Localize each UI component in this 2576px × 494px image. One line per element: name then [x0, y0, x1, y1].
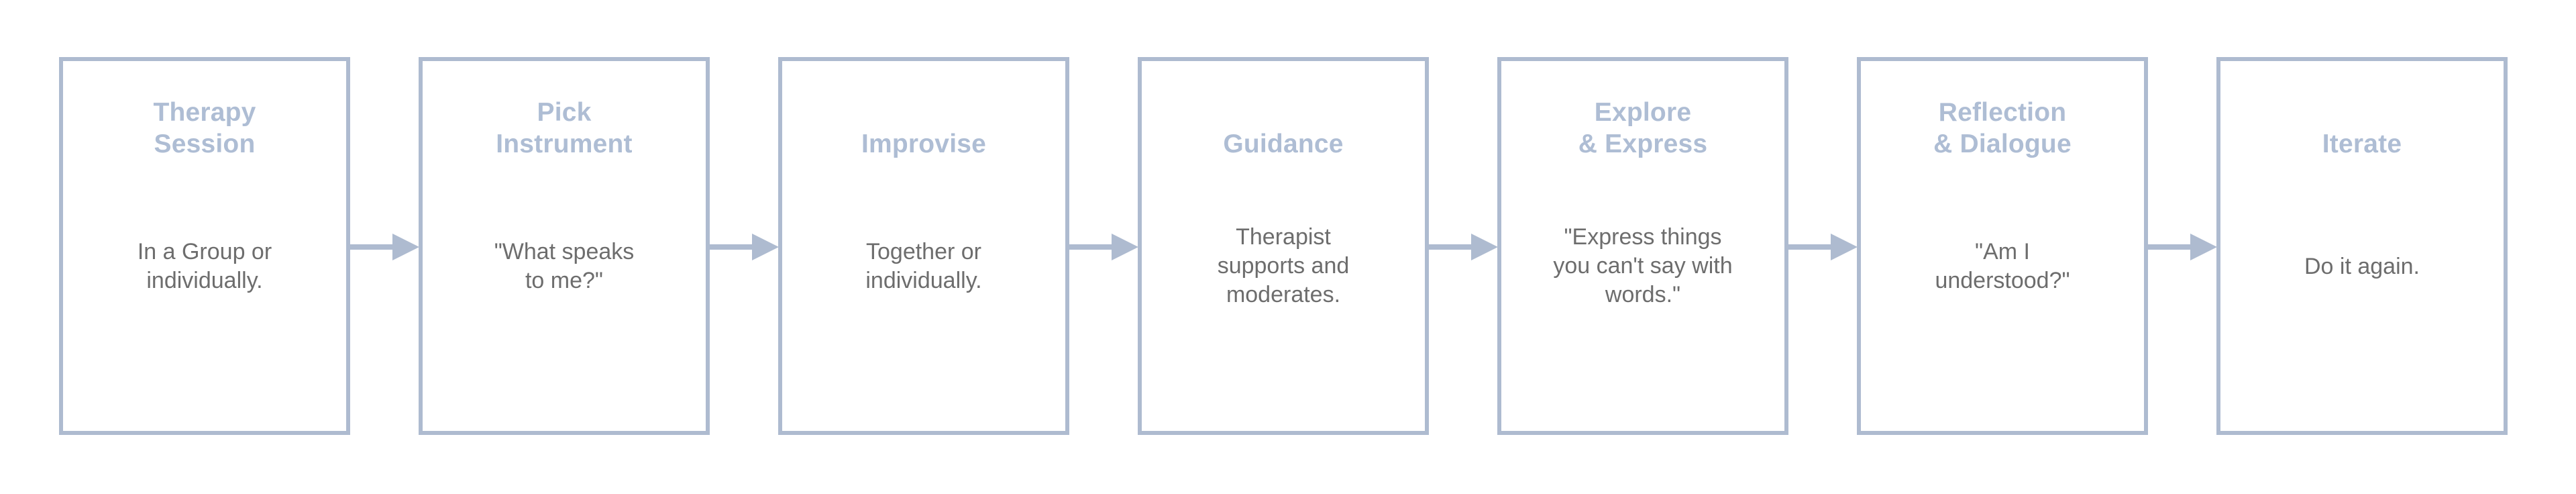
- step-body: "Express things you can't say with words…: [1553, 224, 1733, 307]
- step-title: Therapy Session: [153, 98, 256, 158]
- step-title: Reflection & Dialogue: [1933, 98, 2072, 158]
- step-box-therapy-session[interactable]: Therapy Session In a Group or individual…: [59, 57, 350, 435]
- step-title: Explore & Express: [1578, 98, 1708, 158]
- step-title: Guidance: [1223, 130, 1344, 158]
- step-box-improvise[interactable]: Improvise Together or individually.: [778, 57, 1069, 435]
- step-body: Do it again.: [2304, 254, 2420, 279]
- step-box-pick-instrument[interactable]: Pick Instrument "What speaks to me?": [419, 57, 710, 435]
- step-title: Pick Instrument: [496, 98, 633, 158]
- step-body: Therapist supports and moderates.: [1217, 224, 1350, 307]
- arrow-right-icon: [1428, 227, 1498, 267]
- step-box-iterate[interactable]: Iterate Do it again.: [2216, 57, 2508, 435]
- step-title: Iterate: [2322, 130, 2402, 158]
- step-title: Improvise: [861, 130, 987, 158]
- arrow-right-icon: [709, 227, 779, 267]
- arrow-right-icon: [350, 227, 419, 267]
- arrow-right-icon: [2147, 227, 2217, 267]
- arrow-right-icon: [1788, 227, 1858, 267]
- step-box-reflection-and-dialogue[interactable]: Reflection & Dialogue "Am I understood?": [1857, 57, 2148, 435]
- step-box-explore-and-express[interactable]: Explore & Express "Express things you ca…: [1497, 57, 1788, 435]
- step-body: Together or individually.: [865, 239, 982, 293]
- step-body: "Am I understood?": [1935, 239, 2070, 293]
- step-body: In a Group or individually.: [137, 239, 272, 293]
- step-box-guidance[interactable]: Guidance Therapist supports and moderate…: [1138, 57, 1429, 435]
- arrow-right-icon: [1069, 227, 1138, 267]
- step-body: "What speaks to me?": [494, 239, 635, 293]
